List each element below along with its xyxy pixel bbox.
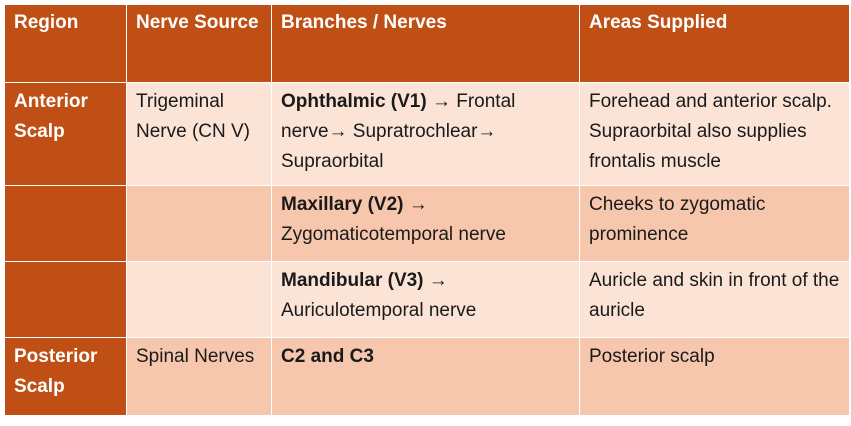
row-area-supplied: Posterior scalp: [579, 337, 850, 416]
row-branch: Ophthalmic (V1) → Frontal nerve→ Supratr…: [271, 82, 580, 186]
table-row: Maxillary (V2) → Zygomaticotemporal nerv…: [4, 185, 850, 262]
table-container: Region Nerve Source Branches / Nerves Ar…: [4, 4, 850, 416]
branch-path: → Auriculotemporal nerve: [281, 270, 477, 321]
row-nerve-source: [126, 261, 272, 338]
header-areas-supplied: Areas Supplied: [579, 4, 850, 83]
row-nerve-source: Spinal Nerves: [126, 337, 272, 416]
row-branch: C2 and C3: [271, 337, 580, 416]
row-branch: Mandibular (V3) → Auriculotemporal nerve: [271, 261, 580, 338]
table-row: Mandibular (V3) → Auriculotemporal nerve…: [4, 261, 850, 338]
branch-path: → Frontal nerve→ Supratrochlear→ Supraor…: [281, 91, 516, 172]
row-area-supplied: Cheeks to zygomatic prominence: [579, 185, 850, 262]
header-row: Region Nerve Source Branches / Nerves Ar…: [4, 4, 850, 83]
branch-name: Mandibular (V3): [281, 270, 424, 291]
header-nerve-source: Nerve Source: [126, 4, 272, 83]
scalp-nerve-table: Region Nerve Source Branches / Nerves Ar…: [4, 4, 850, 416]
table-header: Region Nerve Source Branches / Nerves Ar…: [4, 4, 850, 83]
branch-name: C2 and C3: [281, 346, 374, 367]
row-area-supplied: Auricle and skin in front of the auricle: [579, 261, 850, 338]
branch-name: Ophthalmic (V1): [281, 91, 427, 112]
header-branches: Branches / Nerves: [271, 4, 580, 83]
row-branch: Maxillary (V2) → Zygomaticotemporal nerv…: [271, 185, 580, 262]
table-body: Anterior Scalp Trigeminal Nerve (CN V) O…: [4, 82, 850, 416]
header-region: Region: [4, 4, 127, 83]
table-row: Posterior Scalp Spinal Nerves C2 and C3 …: [4, 337, 850, 416]
row-region: [4, 185, 127, 262]
branch-path: → Zygomaticotemporal nerve: [281, 194, 506, 245]
row-nerve-source: [126, 185, 272, 262]
row-nerve-source: Trigeminal Nerve (CN V): [126, 82, 272, 186]
table-row: Anterior Scalp Trigeminal Nerve (CN V) O…: [4, 82, 850, 186]
row-region: Posterior Scalp: [4, 337, 127, 416]
row-region: Anterior Scalp: [4, 82, 127, 186]
row-region: [4, 261, 127, 338]
branch-name: Maxillary (V2): [281, 194, 404, 215]
row-area-supplied: Forehead and anterior scalp. Supraorbita…: [579, 82, 850, 186]
